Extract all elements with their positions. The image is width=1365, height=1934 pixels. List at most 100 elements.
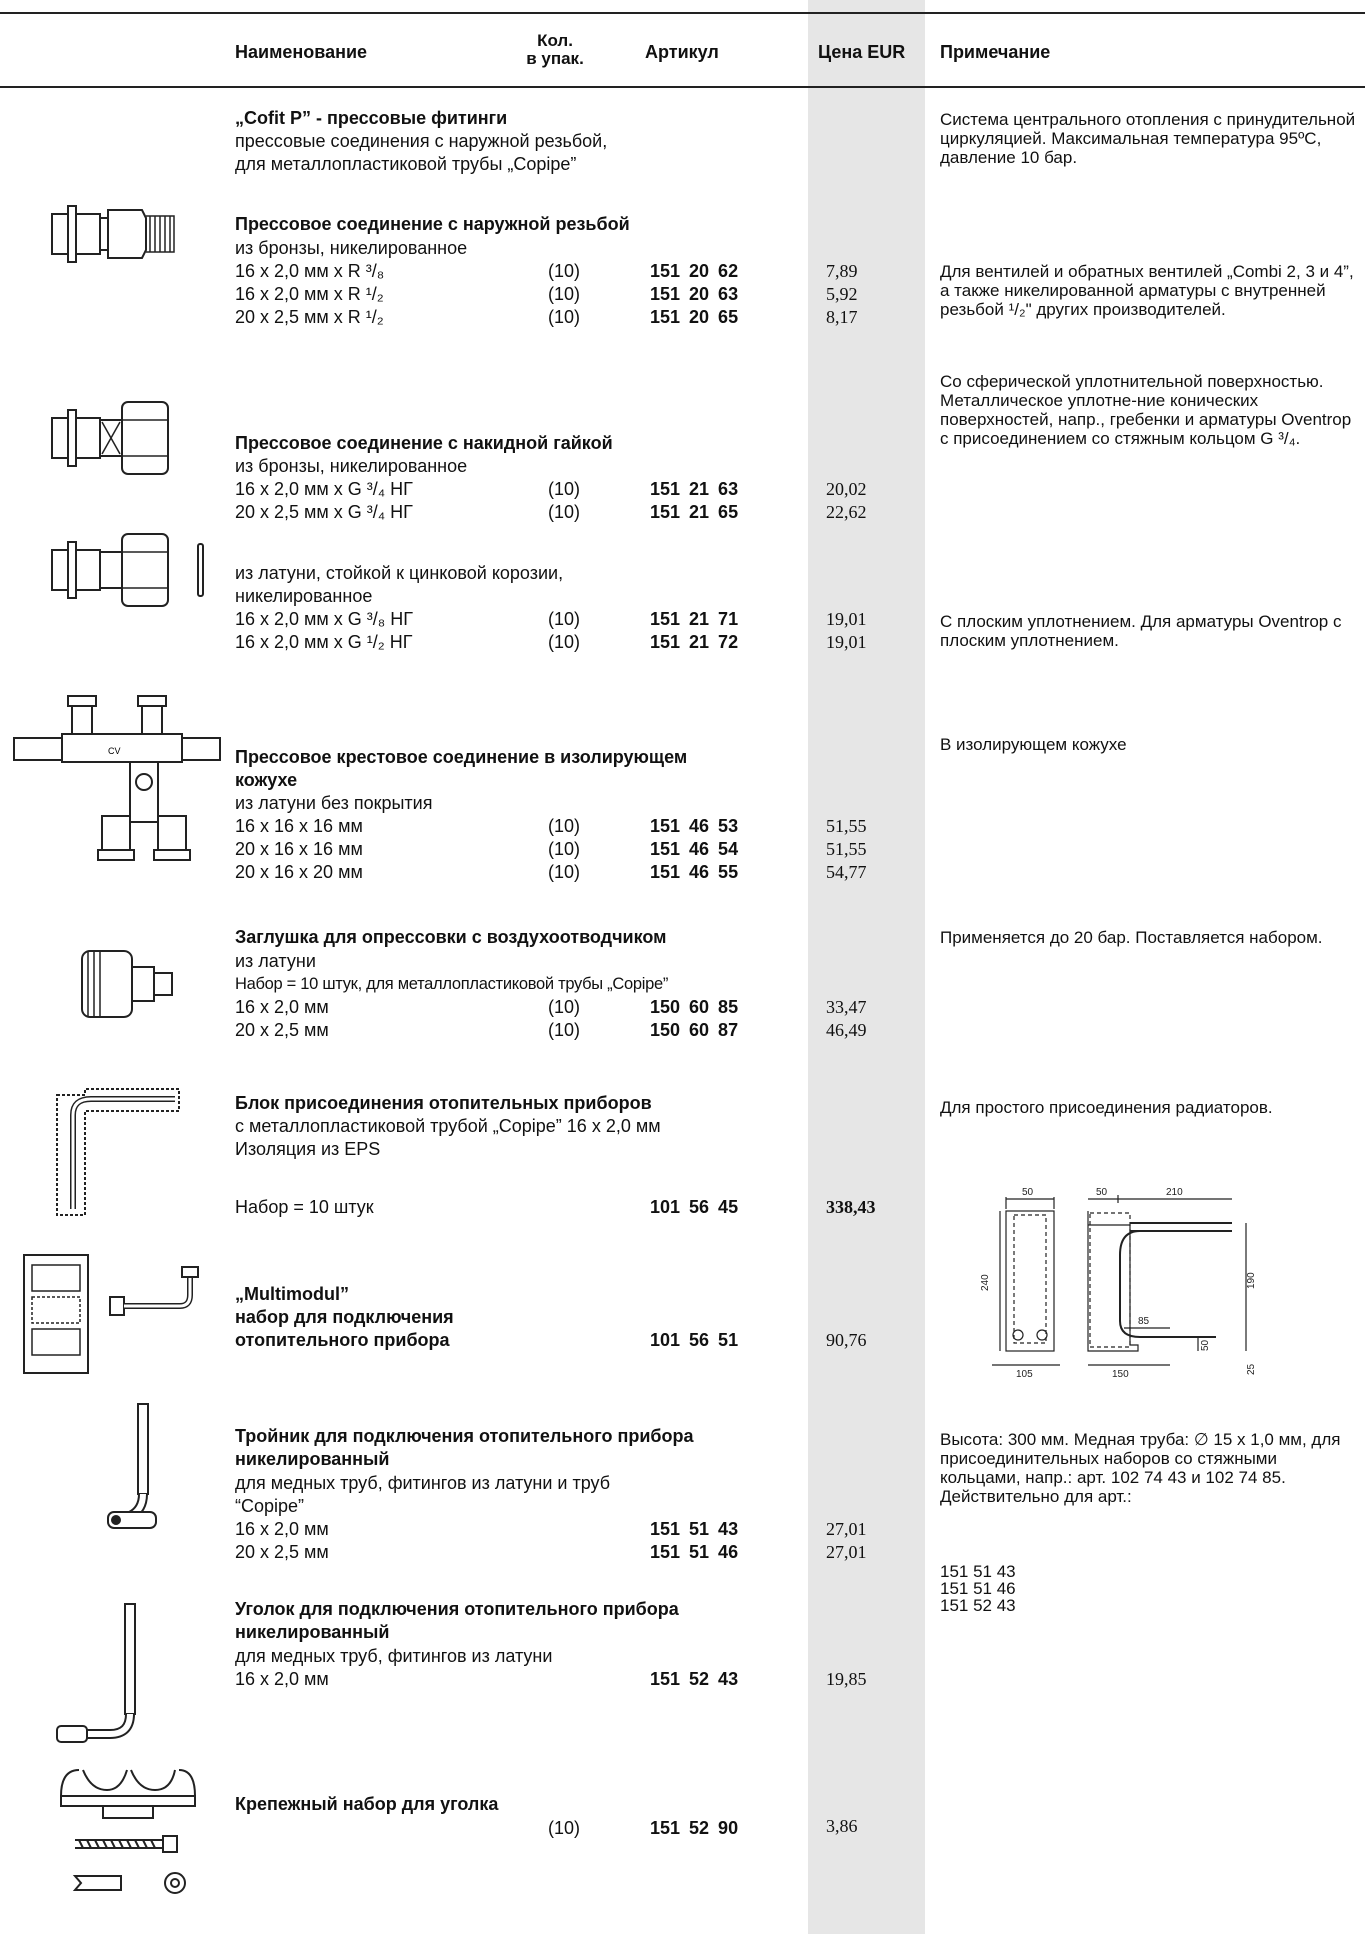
s8-row-1-price: 27,01 xyxy=(826,1542,867,1562)
s9-title2: никелированный xyxy=(235,1622,390,1642)
s6-row-art: 101 56 45 xyxy=(650,1197,739,1217)
s3-material1: из латуни, стойкой к цинковой корозии, xyxy=(235,563,564,583)
s1-row-1-price: 5,92 xyxy=(826,284,858,304)
header-note: Примечание xyxy=(940,42,1051,62)
s5-row-1-art: 150 60 87 xyxy=(650,1020,739,1040)
s4-material: из латуни без покрытия xyxy=(235,793,433,813)
s8-title1: Тройник для подключения отопительного пр… xyxy=(235,1426,694,1446)
s5-row-0-desc: 16 x 2,0 мм xyxy=(235,997,329,1017)
s4-row-1-qty: (10) xyxy=(548,839,581,859)
s8-note: Высота: 300 мм. Медная труба: ∅ 15 x 1,0… xyxy=(940,1430,1341,1506)
header-article: Артикул xyxy=(645,42,719,62)
s6-note: Для простого присоединения радиаторов. xyxy=(940,1098,1273,1117)
s6-line2: Изоляция из EPS xyxy=(235,1139,381,1159)
intro-line2: для металлопластиковой трубы „Copipe” xyxy=(235,154,577,174)
dim-50a: 50 xyxy=(1022,1187,1034,1198)
s6-row-price: 338,43 xyxy=(826,1197,876,1217)
s3-row-0-price: 19,01 xyxy=(826,609,867,629)
s5-row-1-qty: (10) xyxy=(548,1020,581,1040)
s7-art: 101 56 51 xyxy=(650,1330,739,1350)
s1-row-0-art: 151 20 62 xyxy=(650,261,739,281)
s10-price: 3,86 xyxy=(826,1816,858,1836)
s2-pre-note: Со сферической уплотнительной поверхност… xyxy=(940,372,1352,448)
intro-title: „Cofit P” - прессовые фитинги xyxy=(235,108,508,128)
s1-row-2-price: 8,17 xyxy=(826,307,858,327)
cross-connector-icon: CV xyxy=(13,695,221,861)
dim-25: 25 xyxy=(1246,1363,1257,1375)
dim-150: 150 xyxy=(1112,1369,1129,1380)
dim-190: 190 xyxy=(1246,1272,1257,1289)
s2-row-1-price: 22,62 xyxy=(826,502,867,522)
s8-row-0-desc: 16 x 2,0 мм xyxy=(235,1519,329,1539)
s2-row-1-qty: (10) xyxy=(548,502,581,522)
s6-title: Блок присоединения отопительных приборов xyxy=(235,1093,652,1113)
s2-material: из бронзы, никелированное xyxy=(235,456,468,476)
s5-row-1-desc: 20 x 2,5 мм xyxy=(235,1020,329,1040)
s4-row-2-qty: (10) xyxy=(548,862,581,882)
s4-row-2-art: 151 46 55 xyxy=(650,862,739,882)
elbow-connector-icon xyxy=(56,1603,136,1743)
s9-row-price: 19,85 xyxy=(826,1669,867,1689)
s5-material: из латуни xyxy=(235,951,316,971)
s8-line2: “Copipe” xyxy=(235,1496,305,1516)
s2-row-0-price: 20,02 xyxy=(826,479,867,499)
s10-art: 151 52 90 xyxy=(650,1818,739,1838)
s4-row-2-desc: 20 x 16 x 20 мм xyxy=(235,862,363,882)
s4-row-2-price: 54,77 xyxy=(826,862,867,882)
s8-title2: никелированный xyxy=(235,1449,390,1469)
s3-row-0-art: 151 21 71 xyxy=(650,609,739,629)
connection-block-icon xyxy=(56,1088,180,1216)
s3-row-0-qty: (10) xyxy=(548,609,581,629)
s4-row-0-art: 151 46 53 xyxy=(650,816,739,836)
s1-row-2-art: 151 20 65 xyxy=(650,307,739,327)
press-fitting-male-thread-icon xyxy=(51,205,175,263)
s2-title: Прессовое соединение с накидной гайкой xyxy=(235,433,613,453)
s1-row-0-desc: 16 x 2,0 мм x R ³/₈ xyxy=(235,261,385,281)
s3-row-1-qty: (10) xyxy=(548,632,581,652)
s2-row-0-art: 151 21 63 xyxy=(650,479,739,499)
s8-row-1-art: 151 51 46 xyxy=(650,1542,739,1562)
s5-row-0-art: 150 60 85 xyxy=(650,997,739,1017)
s9-line1: для медных труб, фитингов из латуни xyxy=(235,1646,553,1666)
s4-row-0-price: 51,55 xyxy=(826,816,867,836)
s7-title1: „Multimodul” xyxy=(235,1284,349,1304)
s4-title1: Прессовое крестовое соединение в изолиру… xyxy=(235,747,688,767)
s2-row-1-desc: 20 x 2,5 мм x G ³/₄ НГ xyxy=(235,502,413,522)
cross-cv-label: CV xyxy=(108,746,121,756)
s1-row-1-desc: 16 x 2,0 мм x R ¹/₂ xyxy=(235,284,384,304)
s8-row-0-price: 27,01 xyxy=(826,1519,867,1539)
s10-title: Крепежный набор для уголка xyxy=(235,1794,499,1814)
s8-line1: для медных труб, фитингов из латуни и тр… xyxy=(235,1473,611,1493)
s8-row-0-art: 151 51 43 xyxy=(650,1519,739,1539)
s1-title: Прессовое соединение с наружной резьбой xyxy=(235,214,630,234)
s1-row-0-price: 7,89 xyxy=(826,261,858,281)
s1-note: Для вентилей и обратных вентилей „Combi … xyxy=(940,262,1354,319)
press-fitting-flat-seal-icon xyxy=(51,533,204,607)
s1-row-2-desc: 20 x 2,5 мм x R ¹/₂ xyxy=(235,307,384,327)
s9-row-art: 151 52 43 xyxy=(650,1669,739,1689)
mounting-kit-icon xyxy=(60,1769,196,1894)
s1-row-1-art: 151 20 63 xyxy=(650,284,739,304)
s3-row-1-price: 19,01 xyxy=(826,632,867,652)
header-rule xyxy=(0,86,1365,88)
s5-title: Заглушка для опрессовки с воздухоотводчи… xyxy=(235,927,667,947)
s3-row-1-desc: 16 x 2,0 мм x G ¹/₂ НГ xyxy=(235,632,413,652)
test-plug-icon xyxy=(81,950,173,1018)
s5-row-0-price: 33,47 xyxy=(826,997,867,1017)
s8-row-1-desc: 20 x 2,5 мм xyxy=(235,1542,329,1562)
intro-note: Система центрального отопления с принуди… xyxy=(940,110,1356,167)
s4-row-1-desc: 20 x 16 x 16 мм xyxy=(235,839,363,859)
s10-qty: (10) xyxy=(548,1818,581,1838)
s4-row-0-qty: (10) xyxy=(548,816,581,836)
header-name: Наименование xyxy=(235,42,368,62)
s1-row-0-qty: (10) xyxy=(548,261,581,281)
dim-50c: 50 xyxy=(1200,1339,1211,1351)
s4-row-1-art: 151 46 54 xyxy=(650,839,739,859)
s3-note: С плоским уплотнением. Для арматуры Oven… xyxy=(940,612,1342,650)
dimension-drawing: 50 50 210 240 190 85 50 105 150 25 xyxy=(980,1187,1257,1380)
s5-row-0-qty: (10) xyxy=(548,997,581,1017)
dim-50b: 50 xyxy=(1096,1187,1108,1198)
s4-row-0-desc: 16 x 16 x 16 мм xyxy=(235,816,363,836)
s1-row-2-qty: (10) xyxy=(548,307,581,327)
s5-row-1-price: 46,49 xyxy=(826,1020,867,1040)
